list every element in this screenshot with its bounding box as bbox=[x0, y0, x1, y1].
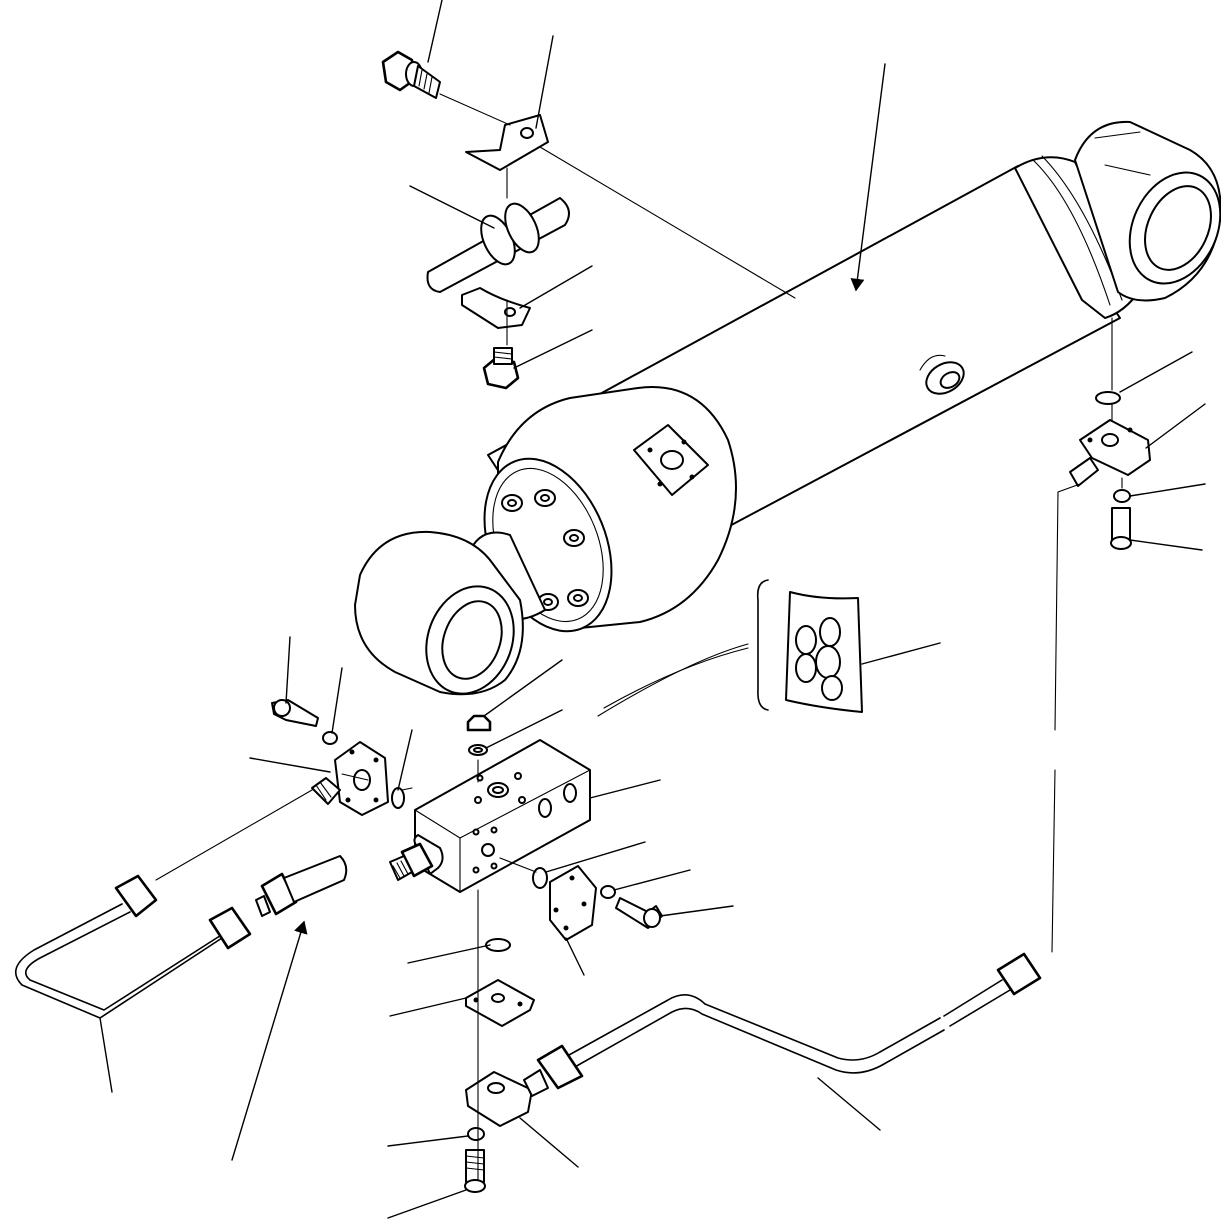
right-port-fittings bbox=[1070, 392, 1150, 549]
right-tube-nut bbox=[998, 954, 1040, 994]
leader-line-4 bbox=[410, 186, 494, 228]
seal-kit-bracket bbox=[758, 580, 768, 710]
leader-line-26 bbox=[100, 1018, 112, 1092]
leader-line-21 bbox=[660, 906, 733, 916]
bottom-o-ring bbox=[486, 939, 510, 951]
rod-eye-bore-inner bbox=[432, 593, 512, 687]
right-o-ring bbox=[1096, 392, 1120, 404]
front-washer bbox=[601, 886, 615, 898]
assembly-centerlines bbox=[156, 94, 1122, 1180]
right-flange-nipple bbox=[1070, 458, 1098, 486]
bottom-cap-screw bbox=[466, 1150, 484, 1182]
top-clamp-assembly bbox=[383, 52, 569, 388]
right-washer bbox=[1114, 490, 1130, 502]
hose-segment bbox=[284, 856, 346, 902]
right-tube-segment bbox=[944, 980, 1010, 1026]
leader-line-29 bbox=[388, 1136, 468, 1146]
leader-line-1 bbox=[428, 0, 442, 62]
hydraulic-lines bbox=[16, 856, 1040, 1088]
head-port-hole bbox=[661, 451, 683, 469]
bottom-gasket-plate bbox=[466, 980, 534, 1026]
leader-line-10 bbox=[1130, 540, 1202, 550]
leader-line-14 bbox=[398, 730, 412, 790]
u-bend-tube bbox=[16, 904, 222, 1018]
bottom-split-flange bbox=[466, 1072, 532, 1126]
leader-line-30 bbox=[388, 1190, 466, 1218]
leader-line-3 bbox=[850, 64, 885, 292]
leader-line-22 bbox=[566, 938, 584, 975]
leader-line-2 bbox=[536, 36, 553, 128]
relief-valve-cartridge bbox=[390, 835, 443, 880]
u-tube-upper-nut bbox=[116, 876, 156, 916]
leader-line-17 bbox=[250, 758, 330, 772]
leader-line-5 bbox=[520, 266, 592, 308]
leader-line-28 bbox=[520, 1118, 578, 1167]
leader-line-9 bbox=[1130, 484, 1205, 496]
bottom-port-stack bbox=[465, 939, 548, 1192]
leader-line-16 bbox=[486, 710, 562, 748]
right-split-flange bbox=[1080, 420, 1150, 475]
leader-line-18 bbox=[590, 780, 660, 798]
clamp-flange-bolt bbox=[383, 52, 440, 98]
leader-line-20 bbox=[614, 870, 690, 890]
clamp-plate bbox=[462, 288, 530, 328]
leader-line-8 bbox=[1146, 404, 1205, 448]
right-cap-screw bbox=[1112, 508, 1130, 540]
left-port-fittings bbox=[272, 700, 404, 815]
leader-line-15 bbox=[484, 660, 562, 716]
leader-line-24 bbox=[390, 998, 466, 1016]
hose-fitting-nipple bbox=[256, 896, 270, 916]
leader-line-13 bbox=[332, 668, 342, 733]
leader-line-12 bbox=[286, 637, 290, 703]
left-o-ring bbox=[392, 788, 404, 808]
bottom-long-tube bbox=[560, 995, 940, 1060]
rear-eye-bore-inner bbox=[1132, 175, 1221, 280]
leader-line-7 bbox=[1120, 352, 1192, 392]
leader-line-19 bbox=[546, 842, 645, 872]
front-port-cover bbox=[533, 866, 662, 940]
head-bolts bbox=[502, 490, 588, 610]
left-washer bbox=[323, 732, 337, 744]
bottom-flange-nipple bbox=[524, 1070, 548, 1096]
bottom-washer bbox=[468, 1128, 484, 1140]
leader-line-11 bbox=[862, 643, 940, 664]
leader-line-6 bbox=[514, 330, 592, 368]
front-o-ring bbox=[533, 868, 547, 888]
leader-line-25 bbox=[232, 920, 308, 1160]
leader-lines bbox=[100, 0, 1205, 1218]
clamp-rubber-right bbox=[498, 199, 545, 258]
u-tube-lower-nut bbox=[210, 908, 250, 948]
seal-kit-bag bbox=[758, 580, 862, 712]
bottom-tube-nut bbox=[538, 1046, 582, 1088]
leader-line-23 bbox=[408, 945, 490, 963]
valve-block-assembly bbox=[390, 716, 590, 892]
front-cover-flange bbox=[550, 866, 596, 940]
hydraulic-cylinder bbox=[355, 122, 1221, 706]
clamp-plate-bolt bbox=[484, 348, 518, 388]
block-top-nut bbox=[468, 716, 490, 730]
leader-line-27 bbox=[818, 1078, 880, 1130]
